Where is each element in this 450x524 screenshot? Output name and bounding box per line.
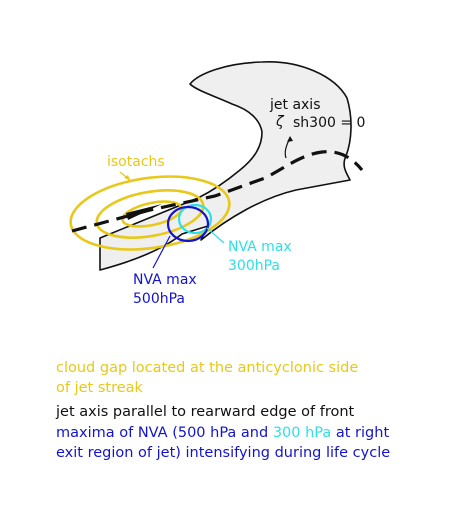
jet-axis-label: jet axis [270,97,321,113]
cloud-band [99,61,352,271]
nva-500-label-line1: NVA max [133,272,197,288]
isotachs-leader-head [124,175,130,180]
jet-axis-arrowhead [126,204,162,220]
shear-zero-label: sh300 = 0 [293,115,366,131]
caption-nva-300hpa: 300 hPa [272,425,332,441]
isotachs-label: isotachs [107,154,165,170]
caption-jet-axis-parallel: jet axis parallel to rearward edge of fr… [56,404,355,420]
jet-axis-leader-head [287,136,293,142]
nva-300-leader [206,227,225,244]
nva-max-500hpa-circle [166,205,210,243]
jet-axis-line [71,150,364,233]
nva-300-label-line2: 300hPa [228,258,280,274]
isotach-outer [69,175,231,251]
nva-500-label-line2: 500hPa [133,291,185,307]
caption-nva-line1: maxima of NVA (500 hPa and 300 hPa at ri… [56,423,389,443]
caption-nva-line2: exit region of jet) intensifying during … [56,445,391,461]
zeta-symbol: ζ [276,114,284,130]
caption-cloud-gap-line2: of jet streak [56,380,143,396]
caption-nva-part3: at right [331,425,390,441]
caption-nva-part1: maxima of NVA (500 hPa and [56,425,273,441]
nva-max-300hpa-circle [177,203,213,235]
nva-500-leader [152,235,171,269]
nva-300-label-line1: NVA max [228,239,292,255]
caption-cloud-gap-line1: cloud gap located at the anticyclonic si… [56,360,359,376]
